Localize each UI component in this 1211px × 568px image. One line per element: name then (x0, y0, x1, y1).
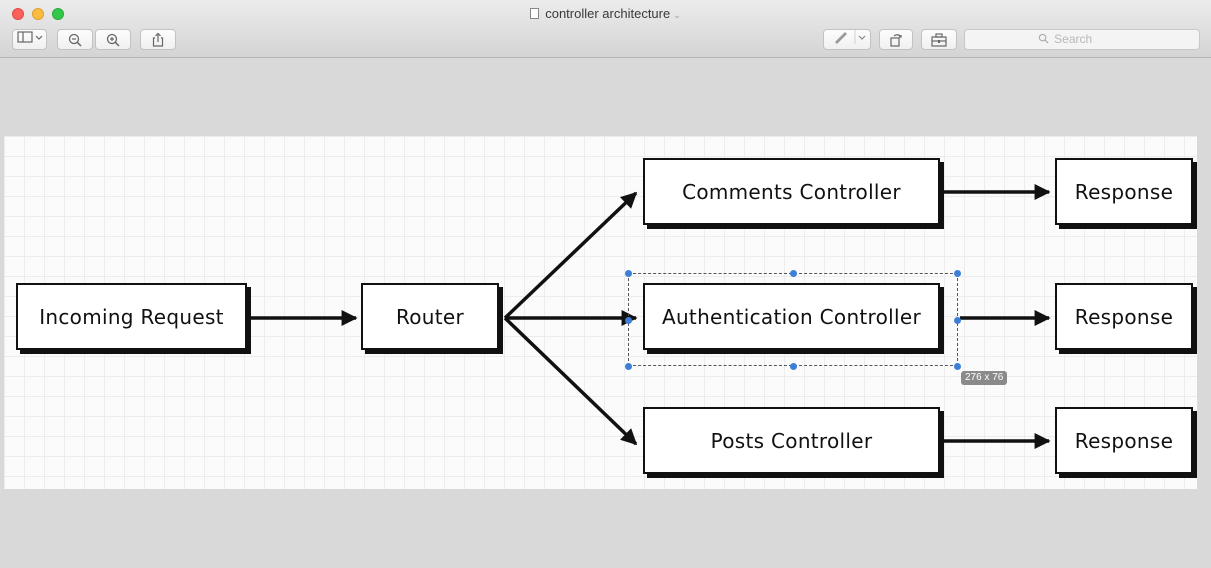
sidebar-toggle-icon (16, 31, 42, 43)
sidebar-toggle-button[interactable] (12, 29, 47, 50)
toolbox-button[interactable] (921, 29, 957, 50)
selection-handle-left[interactable] (625, 317, 632, 324)
window-title: controller architecture (545, 6, 671, 21)
zoom-in-button[interactable] (95, 29, 131, 50)
selection-box[interactable] (628, 273, 958, 366)
node-response-posts[interactable]: Response (1055, 407, 1193, 474)
selection-handle-bottom[interactable] (790, 363, 797, 370)
arrow-router-to-posts (503, 316, 638, 446)
chevron-down-icon: ⌄ (673, 10, 681, 20)
pen-icon (835, 30, 866, 44)
selection-size-tooltip: 276 x 76 (961, 371, 1008, 385)
minimize-button[interactable] (32, 8, 44, 20)
arrow-router-to-comments (503, 191, 638, 320)
selection-handle-bottom-left[interactable] (625, 363, 632, 370)
selection-handle-bottom-right[interactable] (954, 363, 961, 370)
zoom-out-button[interactable] (57, 29, 93, 50)
node-router[interactable]: Router (361, 283, 499, 350)
selection-handle-right[interactable] (954, 317, 961, 324)
zoom-out-icon (68, 33, 82, 47)
close-button[interactable] (12, 8, 24, 20)
node-incoming-request[interactable]: Incoming Request (16, 283, 247, 350)
selection-handle-top-right[interactable] (954, 270, 961, 277)
node-authentication-controller[interactable]: Authentication Controller (643, 283, 940, 350)
selection-handle-top-left[interactable] (625, 270, 632, 277)
node-response-auth[interactable]: Response (1055, 283, 1193, 350)
selection-handle-top[interactable] (790, 270, 797, 277)
zoom-button[interactable] (52, 8, 64, 20)
zoom-in-icon (106, 33, 120, 47)
markup-button[interactable] (823, 29, 871, 50)
node-comments-controller[interactable]: Comments Controller (643, 158, 940, 225)
share-icon (152, 32, 164, 47)
node-response-comments[interactable]: Response (1055, 158, 1193, 225)
rotate-icon (890, 34, 902, 47)
rotate-button[interactable] (879, 29, 913, 50)
search-icon (1038, 32, 1052, 46)
title-bar: controller architecture⌄ (0, 0, 1211, 58)
window-title-area[interactable]: controller architecture⌄ (0, 6, 1211, 23)
node-posts-controller[interactable]: Posts Controller (643, 407, 940, 474)
search-input[interactable] (1052, 31, 1127, 47)
search-field[interactable] (964, 29, 1200, 50)
toolbox-icon (931, 33, 947, 47)
document-icon (530, 8, 540, 19)
share-button[interactable] (140, 29, 176, 50)
